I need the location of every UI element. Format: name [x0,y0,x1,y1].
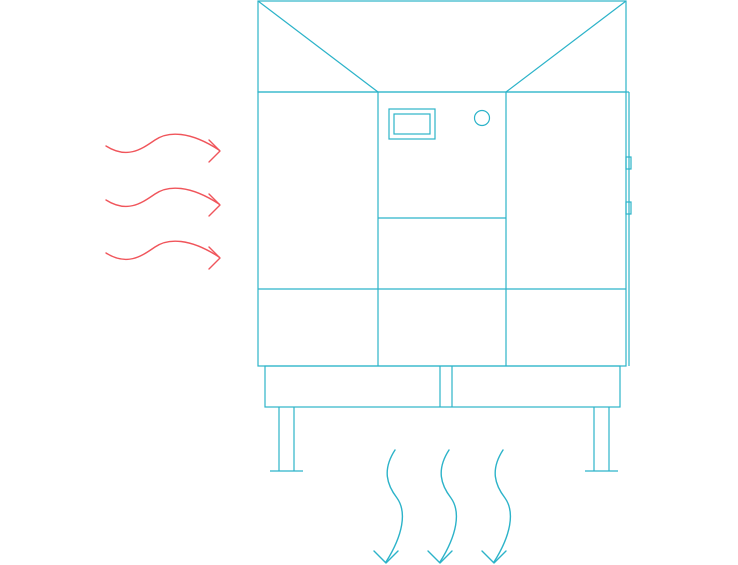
outflow-arrows [373,449,512,564]
inflow-arrow [105,133,221,163]
inflow-arrow [105,187,221,217]
hood-right-diagonal [505,0,627,93]
cabinet-unit [257,0,632,472]
cabinet-body [257,91,627,367]
inflow-arrow [105,240,221,270]
top-hood [257,0,627,93]
base-plinth [264,365,621,408]
outflow-arrow [427,449,458,564]
hood-left-diagonal [257,0,379,93]
display-frame [388,108,436,140]
door-latch-lower [625,201,632,215]
display-screen [393,113,431,135]
inflow-arrows [105,133,221,270]
control-knob [473,109,491,127]
outflow-arrow [481,449,512,564]
outflow-arrow [373,449,404,564]
door-latch-upper [625,156,632,170]
